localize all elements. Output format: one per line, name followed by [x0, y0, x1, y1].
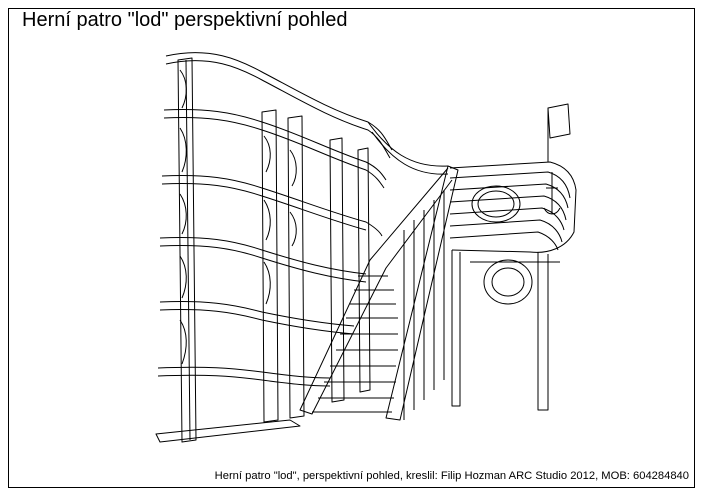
- flag: [547, 103, 571, 162]
- drawing-caption: Herní patro "lod", perspektivní pohled, …: [214, 470, 689, 482]
- anchor: [543, 172, 561, 215]
- drawing-frame: [8, 8, 695, 488]
- staircase: [299, 165, 459, 421]
- platform-legs: [451, 250, 560, 411]
- drawing-title: Herní patro "lod" perspektivní pohled: [22, 9, 348, 31]
- walkway-rail: [367, 121, 449, 175]
- shelf-uprights: [177, 57, 371, 443]
- ship-platform: [449, 161, 577, 253]
- bookshelf-shelves: [155, 52, 393, 443]
- shelf-brackets: [179, 69, 297, 365]
- life-ring: [483, 259, 533, 305]
